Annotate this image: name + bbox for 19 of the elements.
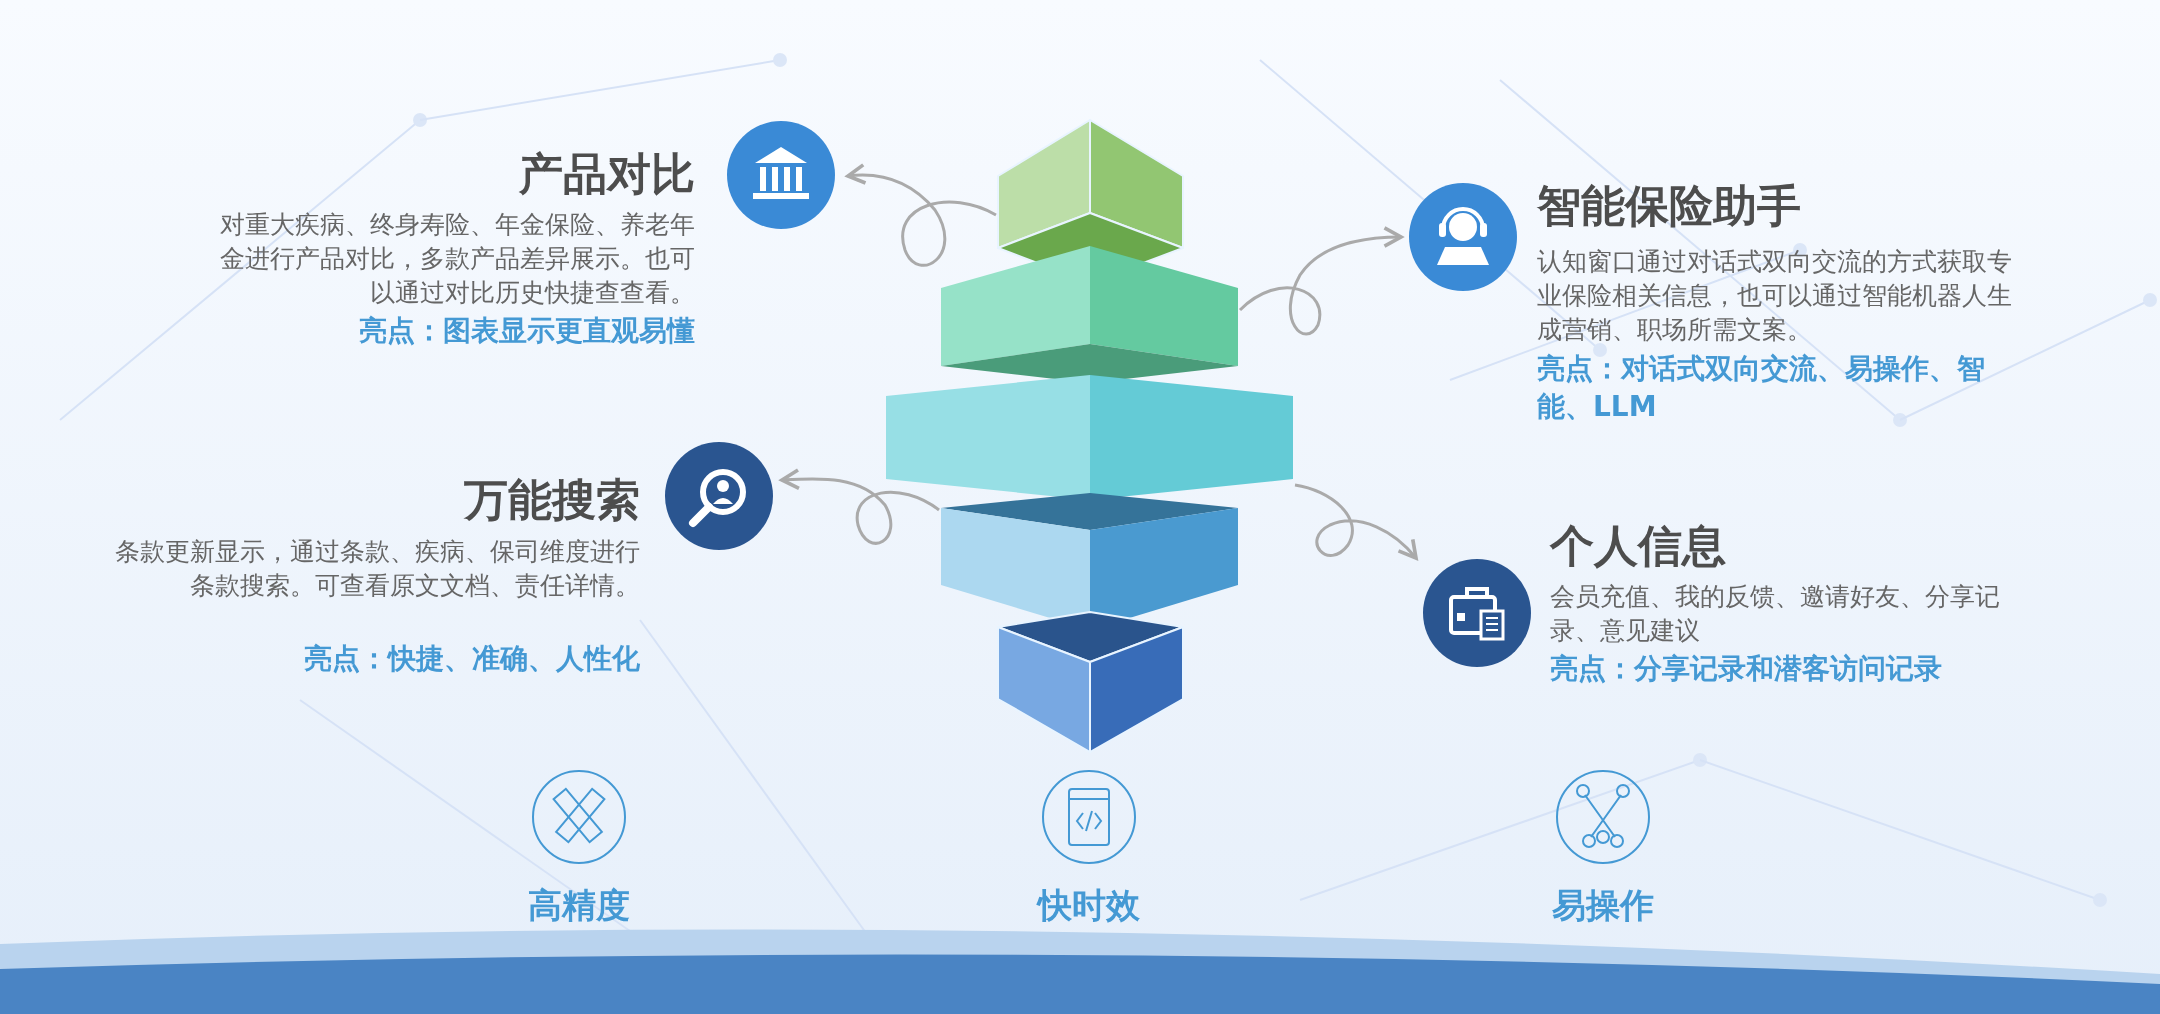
feature-description: 认知窗口通过对话式双向交流的方式获取专业保险相关信息，也可以通过智能机器人生成营销、职场所需文案。 [1537, 246, 2013, 346]
highlight-text: 亮点：对话式双向交流、易操作、智能、LLM [1537, 351, 1986, 425]
feature-title: 万能搜索 [463, 474, 640, 526]
feature-description: 对重大疾病、终身寿险、年金保险、养老年金进行产品对比，多款产品差异展示。也可以通过对比历史快捷查查看。 [219, 209, 695, 309]
feature-description: 会员充值、我的反馈、邀请好友、分享记录、意见建议 [1550, 581, 2001, 647]
feature-label: 快时效 [1035, 884, 1141, 927]
feature-title: 产品对比 [518, 148, 695, 200]
feature-title: 个人信息 [1550, 520, 1727, 572]
highlight-text: 亮点：快捷、准确、人性化 [303, 641, 640, 677]
curly-arrow [846, 163, 997, 267]
feature-title: 智能保险助手 [1537, 180, 1802, 232]
highlight-text: 亮点：分享记录和潜客访问记录 [1550, 651, 1943, 687]
curly-arrow [780, 468, 940, 545]
feature-label: 易操作 [1551, 884, 1655, 927]
feature-description: 条款更新显示，通过条款、疾病、保司维度进行条款搜索。可查看原文文档、责任详情。 [114, 536, 640, 602]
feature-label: 高精度 [527, 884, 631, 927]
curly-arrow [1239, 226, 1403, 336]
highlight-text: 亮点：图表显示更直观易懂 [358, 313, 695, 349]
curly-arrow [1294, 483, 1418, 560]
